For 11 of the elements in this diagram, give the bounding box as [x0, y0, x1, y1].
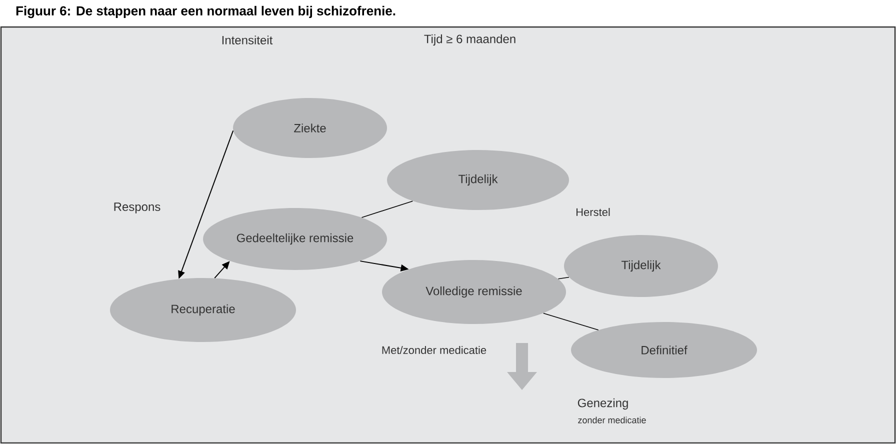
label: Met/zonder medicatie	[382, 346, 486, 354]
label: zonder medicatie	[578, 416, 646, 424]
connector-line	[361, 200, 414, 218]
connector-line	[558, 276, 570, 280]
edge-label: Respons	[114, 202, 160, 214]
label: Genezing	[578, 398, 628, 410]
title: Figuur 6: De stappen naar een normaal leven bij schizofrenie.	[16, 6, 396, 18]
connector-line	[543, 312, 599, 330]
label: Herstel	[576, 208, 610, 216]
label: Tijd ≥ 6 maanden	[424, 34, 516, 46]
label: Intensiteit	[222, 36, 273, 44]
